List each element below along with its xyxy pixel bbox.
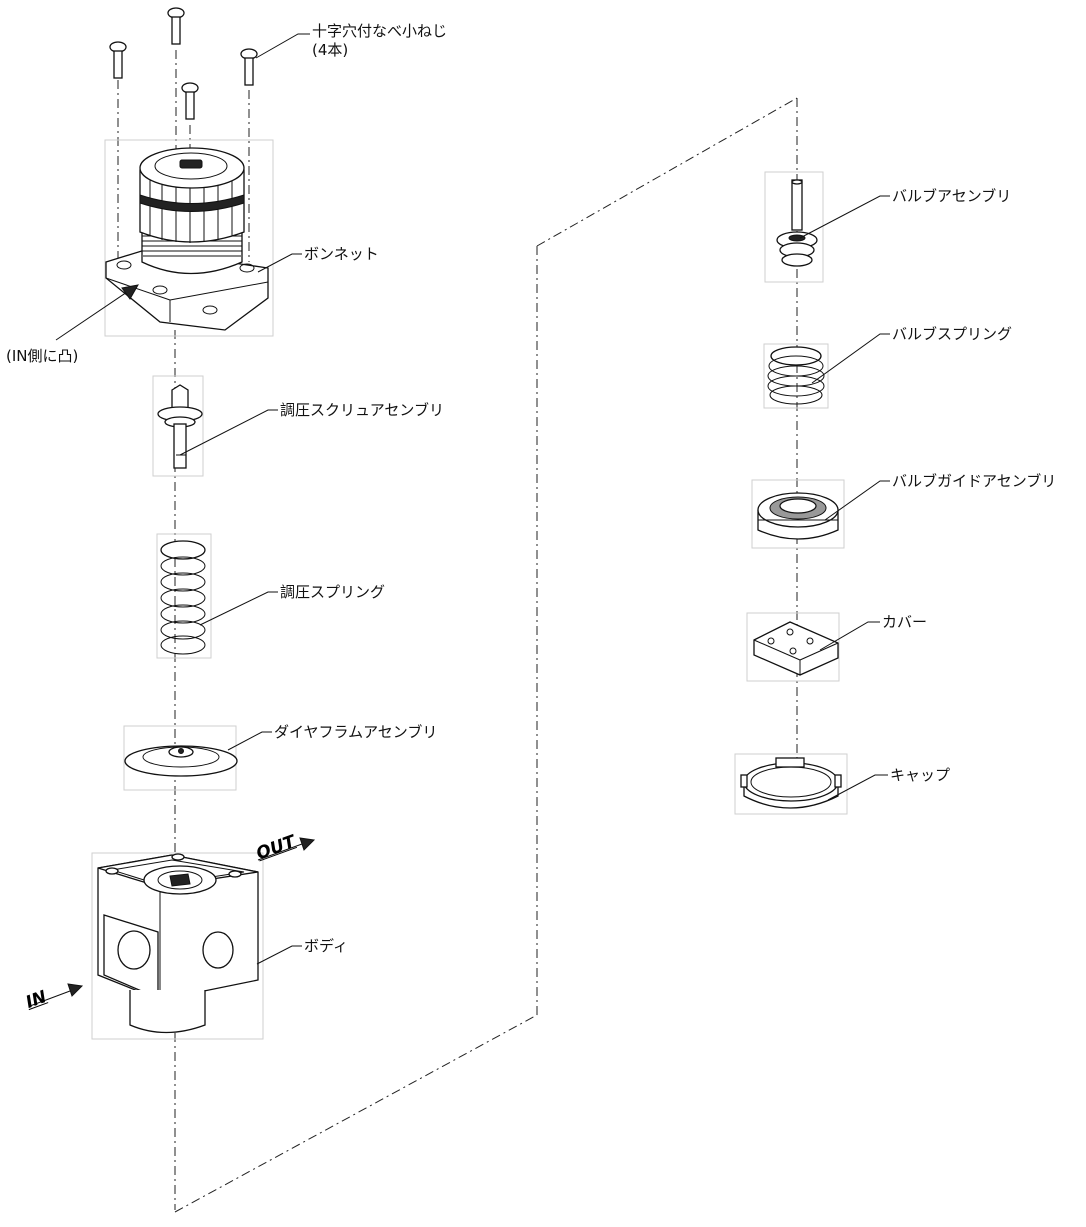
screw-3 xyxy=(181,82,199,120)
screw-2 xyxy=(167,7,185,45)
screw-4 xyxy=(240,48,258,86)
screws xyxy=(109,7,258,120)
label-screws-count: (4本) xyxy=(312,41,349,59)
label-cap: キャップ xyxy=(890,766,951,784)
label-body: ボディ xyxy=(304,937,348,955)
valve-assembly xyxy=(764,171,824,283)
label-cover: カバー xyxy=(882,613,928,631)
diaphragm-assembly xyxy=(123,725,238,791)
bonnet xyxy=(104,139,274,337)
out-arrow xyxy=(257,837,316,861)
body xyxy=(91,852,264,1040)
valve-guide-assembly xyxy=(751,479,845,549)
label-valve-guide: バルブガイドアセンブリ xyxy=(892,472,1057,490)
cap xyxy=(734,753,848,815)
label-bonnet: ボンネット xyxy=(304,245,379,263)
label-in-side-note: (IN側に凸) xyxy=(6,347,79,365)
label-valve-spring: バルブスプリング xyxy=(892,325,1013,343)
screw-1 xyxy=(109,41,127,79)
label-valve-assembly: バルブアセンブリ xyxy=(892,187,1012,205)
label-adjusting-spring: 調圧スプリング xyxy=(280,583,386,601)
leader-lines xyxy=(179,33,890,965)
adjusting-spring xyxy=(156,533,212,659)
label-diaphragm: ダイヤフラムアセンブリ xyxy=(274,723,438,741)
valve-spring xyxy=(763,343,829,409)
cover xyxy=(746,612,840,682)
label-screws: 十字穴付なべ小ねじ xyxy=(312,22,448,40)
in-arrow xyxy=(29,983,84,1007)
in-side-arrow xyxy=(55,284,139,341)
label-adjusting-screw: 調圧スクリュアセンブリ xyxy=(280,401,444,419)
adjusting-screw-assembly xyxy=(152,375,204,477)
